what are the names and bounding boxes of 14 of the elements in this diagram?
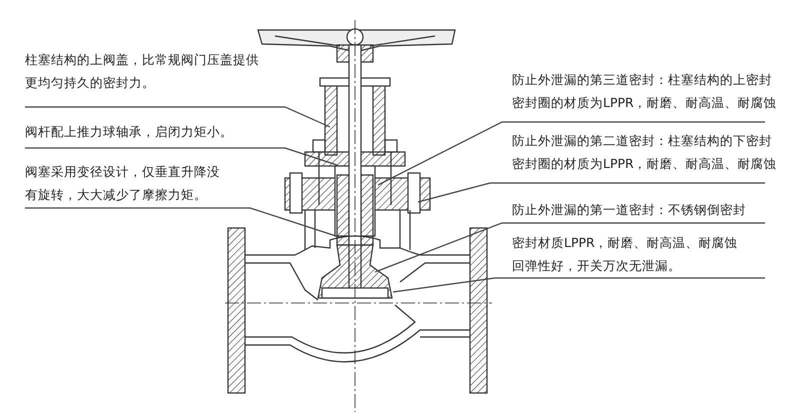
leader-line — [25, 106, 330, 128]
callout-text: 防止外泄漏的第二道密封：柱塞结构的下密封密封圈的材质为LPPR，耐磨、耐高温、耐腐蚀 — [512, 129, 778, 175]
callout-text: 阀塞采用变径设计，仅垂直升降没有旋转，大大减少了摩擦力矩。 — [25, 160, 225, 206]
callout-text: 阀杆配上推力球轴承，启闭力矩小。 — [25, 120, 235, 143]
leader-line — [374, 222, 765, 273]
callout-text: 柱塞结构的上阀盖，比常规阀门压盖提供更均匀持久的密封力。 — [25, 48, 263, 94]
callout-text: 防止外泄漏的第三道密封：柱塞结构的上密封密封圈的材质为LPPR，耐磨、耐高温、耐腐蚀 — [512, 68, 778, 114]
callout-text: 防止外泄漏的第一道密封：不锈钢倒密封 — [512, 198, 778, 221]
leader-line — [378, 121, 765, 186]
leader-line — [392, 277, 765, 293]
leader-line — [418, 182, 765, 203]
callout-text: 密封材质LPPR，耐磨、耐高温、耐腐蚀回弹性好，开关万次无泄漏。 — [512, 231, 744, 277]
leader-line — [25, 207, 340, 238]
leader-line — [25, 147, 338, 166]
